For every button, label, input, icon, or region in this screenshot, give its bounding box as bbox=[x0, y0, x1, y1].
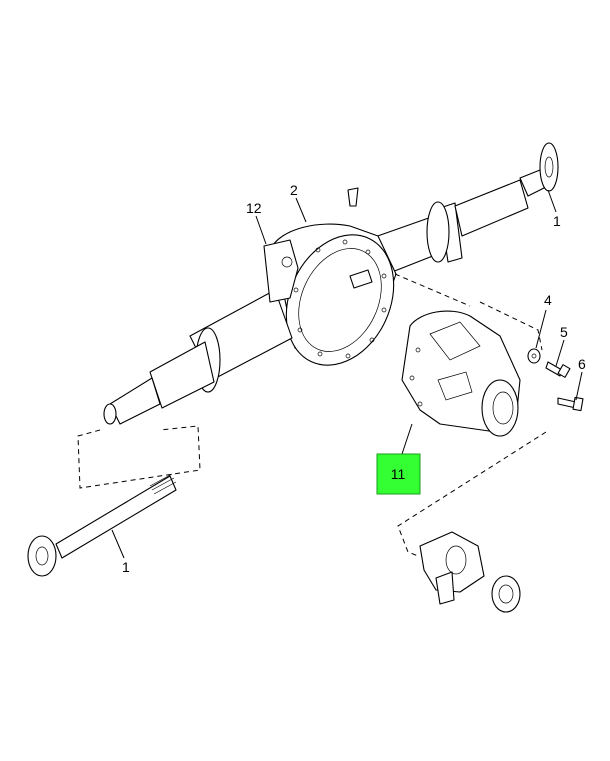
callout-5[interactable]: 5 bbox=[560, 324, 568, 340]
leader-lines bbox=[111, 189, 583, 559]
callout-2[interactable]: 2 bbox=[290, 182, 298, 198]
callout-6[interactable]: 6 bbox=[578, 356, 586, 372]
callout-11[interactable]: 11 bbox=[391, 466, 406, 482]
callout-12[interactable]: 12 bbox=[246, 200, 262, 216]
callout-1-bottom[interactable]: 1 bbox=[122, 559, 130, 575]
callout-1-top[interactable]: 1 bbox=[553, 213, 561, 229]
pinion-yoke[interactable] bbox=[419, 531, 521, 613]
bolt-part-5[interactable] bbox=[545, 361, 571, 378]
assembly-lines bbox=[77, 273, 547, 557]
washer-part-4[interactable] bbox=[527, 348, 541, 364]
axle-housing[interactable] bbox=[103, 142, 559, 425]
axle-shaft-lower[interactable] bbox=[27, 473, 177, 577]
callout-4[interactable]: 4 bbox=[544, 292, 552, 308]
callout-11-highlight[interactable]: 11 bbox=[376, 453, 421, 495]
housing-bracket[interactable] bbox=[263, 239, 299, 303]
bolt-part-6[interactable] bbox=[557, 396, 584, 412]
differential-carrier[interactable] bbox=[401, 310, 521, 437]
